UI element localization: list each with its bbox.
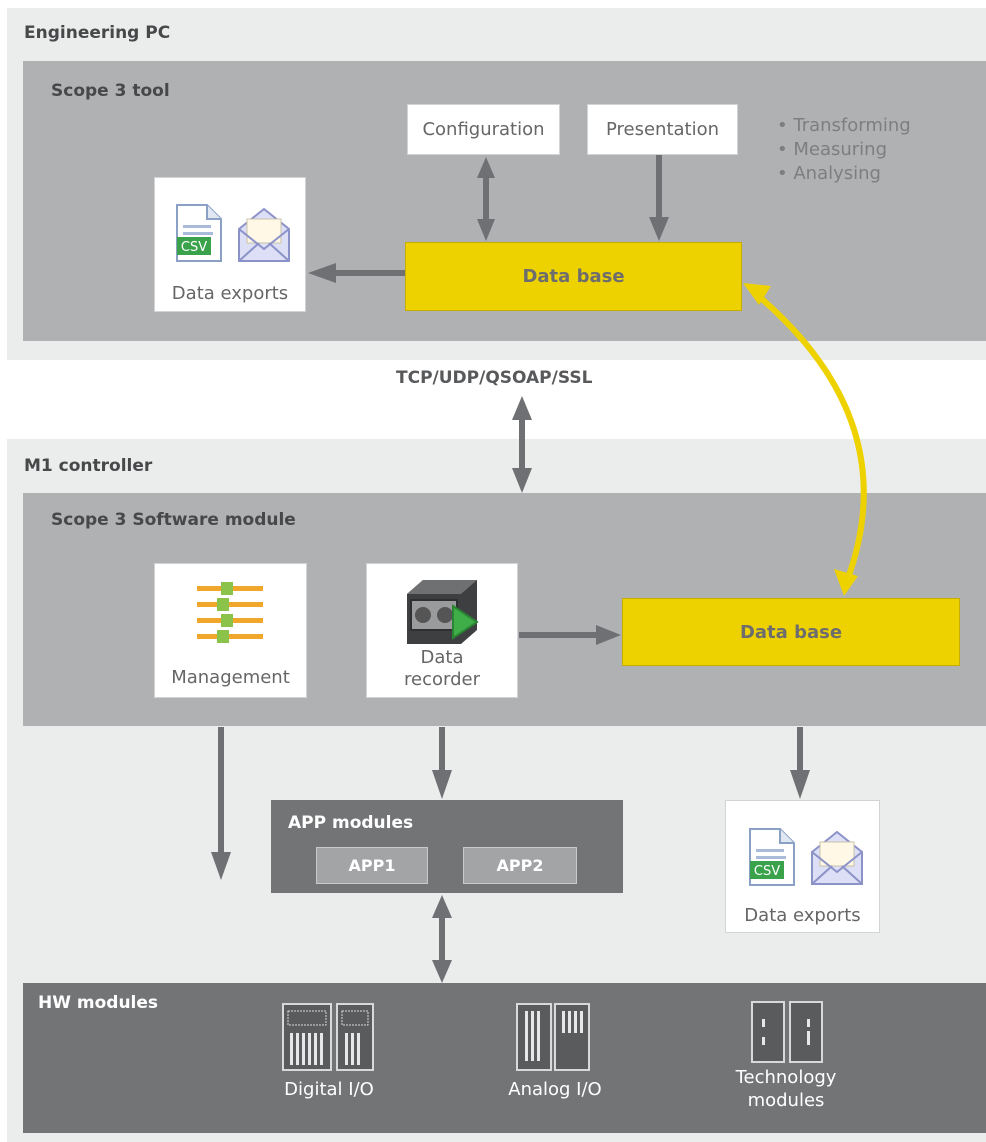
pc-data-exports-box: CSV Data exports	[154, 177, 306, 312]
presentation-database-arrow	[649, 155, 669, 241]
app1-label: APP1	[348, 856, 396, 875]
app-hw-double-arrow	[432, 895, 452, 983]
analog-io-hardware-icon	[516, 1003, 590, 1071]
protocol-double-arrow	[512, 396, 532, 493]
controller-database-box: Data base	[622, 598, 960, 666]
app2-box: APP2	[463, 847, 577, 884]
protocol-label: TCP/UDP/QSOAP/SSL	[396, 368, 593, 388]
module-to-hw-arrow	[211, 727, 231, 880]
controller-csv-text: CSV	[754, 864, 780, 879]
configuration-label: Configuration	[422, 119, 545, 140]
data-recorder-label-line2: recorder	[404, 669, 480, 690]
recorder-database-arrow	[519, 625, 621, 645]
scope-tool-title: Scope 3 tool	[51, 81, 170, 101]
database-sync-arrow	[743, 283, 867, 596]
app1-box: APP1	[316, 847, 428, 884]
bullet-measuring: • Measuring	[777, 139, 887, 160]
presentation-box: Presentation	[587, 104, 738, 155]
digital-io-hardware-icon	[282, 1003, 374, 1071]
digital-io-label: Digital I/O	[284, 1079, 374, 1100]
module-to-app-arrow	[432, 727, 452, 799]
software-module-title: Scope 3 Software module	[51, 510, 296, 530]
data-recorder-label: Data recorder	[367, 647, 517, 691]
tool-functions-list: • Transforming • Measuring • Analysing	[777, 114, 911, 186]
app-modules-box: APP modules APP1 APP2	[271, 800, 623, 893]
controller-data-exports-label: Data exports	[744, 905, 861, 926]
data-recorder-label-line1: Data	[420, 647, 464, 668]
pc-data-exports-label: Data exports	[171, 283, 289, 304]
management-label: Management	[171, 667, 290, 688]
config-database-double-arrow	[477, 157, 495, 241]
module-to-exports-arrow	[790, 727, 810, 799]
technology-modules-label-line1: Technology	[735, 1067, 837, 1088]
engineering-pc-title: Engineering PC	[24, 23, 171, 43]
csv-file-icon: CSV	[176, 204, 222, 262]
app2-label: APP2	[496, 856, 544, 875]
mail-envelope-icon	[238, 207, 290, 262]
management-box: Management	[154, 563, 307, 698]
database-exports-arrow	[308, 263, 405, 283]
pc-database-label: Data base	[522, 266, 625, 287]
data-recorder-box: Data recorder	[366, 563, 518, 698]
pc-csv-text: CSV	[181, 240, 207, 255]
configuration-box: Configuration	[407, 104, 560, 155]
bullet-analysing: • Analysing	[777, 163, 881, 184]
technology-modules-label: Technology modules	[700, 1066, 872, 1112]
data-recorder-icon	[407, 580, 479, 644]
technology-modules-label-line2: modules	[747, 1090, 825, 1111]
controller-database-label: Data base	[739, 621, 843, 643]
presentation-label: Presentation	[605, 119, 720, 140]
bullet-transforming: • Transforming	[777, 115, 911, 136]
hw-modules-zone: HW modules	[23, 983, 986, 1133]
management-sliders-icon	[197, 582, 263, 643]
pc-database-box: Data base	[405, 242, 742, 311]
mail-envelope-icon	[811, 830, 863, 885]
app-modules-title: APP modules	[288, 813, 414, 833]
controller-data-exports-box: CSV Data exports	[725, 800, 880, 933]
hw-modules-title: HW modules	[38, 993, 159, 1013]
technology-module-hardware-icon	[751, 1001, 823, 1063]
csv-file-icon: CSV	[749, 828, 795, 886]
m1-controller-title: M1 controller	[24, 456, 153, 476]
analog-io-label: Analog I/O	[508, 1079, 602, 1100]
